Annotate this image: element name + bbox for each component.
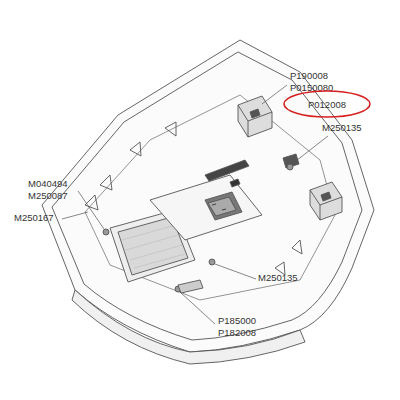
part-number: P190008 <box>290 70 328 81</box>
part-number: P182008 <box>218 327 256 338</box>
part-number: M250087 <box>28 190 68 201</box>
part-number: M250167 <box>14 212 54 223</box>
part-number: M250135 <box>258 272 298 283</box>
part-number: M040494 <box>28 178 68 189</box>
part-number: P012008 <box>283 99 371 110</box>
part-number: P185000 <box>218 315 256 326</box>
ellipse-shape <box>284 91 370 117</box>
highlight-ellipse: P012008 <box>283 90 371 118</box>
part-number: M250135 <box>322 122 362 133</box>
